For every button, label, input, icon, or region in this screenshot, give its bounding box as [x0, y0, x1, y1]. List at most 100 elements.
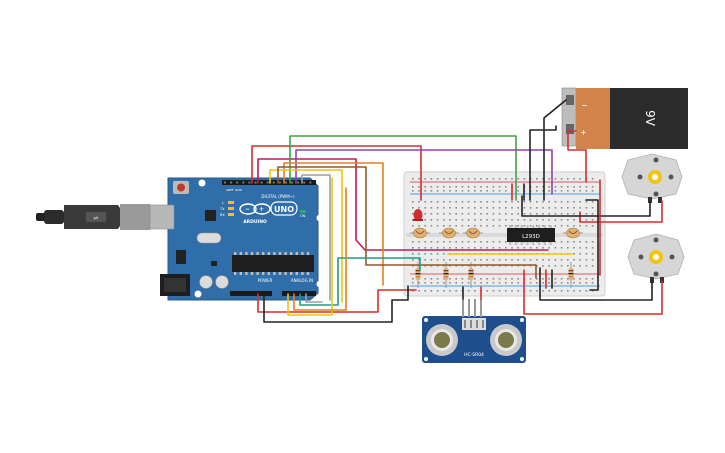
wire-orange-analog[interactable]: [293, 187, 347, 311]
wire-red-5v[interactable]: [257, 289, 417, 313]
photoresistor[interactable]: [563, 227, 583, 239]
chip-pin: [278, 272, 282, 275]
breadboard-hole: [585, 201, 588, 203]
l293d-chip[interactable]: L293D: [507, 225, 555, 245]
dc-motor-top[interactable]: [621, 153, 683, 203]
breadboard-hole: [461, 190, 464, 192]
wire-red-motor-bottom[interactable]: [523, 269, 663, 315]
usb-cable[interactable]: ⇌: [36, 204, 166, 230]
breadboard-hole: [467, 259, 470, 261]
breadboard-hole: [455, 207, 457, 209]
breadboard-hole: [412, 207, 414, 209]
resistor[interactable]: [415, 262, 421, 288]
wire-orange-digital[interactable]: [283, 162, 384, 286]
breadboard-hole: [560, 265, 563, 267]
chip-pin: [262, 272, 265, 275]
chip-pin: [549, 225, 552, 228]
breadboard-hole: [554, 201, 557, 203]
digital-header-label: DIGITAL (PWM~): [261, 194, 295, 199]
breadboard-hole: [554, 282, 557, 284]
breadboard-hole: [467, 178, 470, 180]
photoresistor[interactable]: [463, 227, 483, 239]
breadboard-hole: [554, 247, 557, 249]
breadboard-hole: [579, 186, 581, 188]
wire-red-battery[interactable]: [567, 130, 587, 183]
resistor[interactable]: [568, 262, 574, 288]
breadboard-hole: [523, 201, 526, 203]
breadboard-hole: [548, 186, 550, 188]
chip-pin: [514, 225, 517, 228]
breadboard-hole: [443, 225, 445, 227]
resistor[interactable]: [443, 262, 449, 288]
wire-yellow-digital[interactable]: [269, 169, 343, 303]
wire-black-motor-top[interactable]: [521, 195, 651, 217]
led-red[interactable]: [413, 209, 423, 221]
ultrasonic-sensor[interactable]: HC-SR04: [422, 299, 526, 363]
wire-red-motor-top[interactable]: [579, 200, 663, 223]
breadboard-hole: [474, 225, 476, 227]
wire-red-digital[interactable]: [251, 145, 422, 201]
breadboard-hole: [443, 253, 445, 255]
mounting-hole: [194, 290, 202, 298]
wire-black-gnd[interactable]: [263, 285, 409, 323]
chip-pin: [245, 272, 248, 275]
wire-black-bb-side[interactable]: [585, 199, 599, 291]
breadboard-hole: [554, 225, 557, 227]
wire-yellow-analog-a[interactable]: [287, 177, 333, 316]
breadboard-hole: [523, 219, 526, 221]
wire-black-battery[interactable]: [543, 99, 567, 201]
wire-black-battery-2[interactable]: [529, 125, 557, 201]
wire-gray-digital[interactable]: [301, 174, 331, 301]
photoresistor[interactable]: [439, 227, 459, 239]
breadboard-hole: [430, 186, 433, 188]
photoresistor[interactable]: [410, 227, 430, 239]
breadboard-hole: [430, 241, 433, 243]
battery-9v[interactable]: − + 9V: [561, 87, 688, 149]
chip-pin: [234, 272, 237, 275]
breadboard-hole: [573, 265, 575, 267]
wire-black-motor-bottom[interactable]: [539, 267, 653, 301]
breadboard-hole: [567, 207, 569, 209]
header-pin: [309, 181, 312, 184]
breadboard-hole: [585, 290, 588, 292]
breadboard-hole: [517, 186, 519, 188]
breadboard-hole: [505, 213, 507, 215]
breadboard-hole: [492, 190, 495, 192]
breadboard-center-channel: [406, 233, 603, 237]
breadboard-hole: [424, 241, 426, 243]
breadboard-hole: [474, 190, 476, 192]
breadboard-hole: [486, 201, 488, 203]
chip-pin: [250, 252, 254, 255]
breadboard-hole: [424, 186, 426, 188]
breadboard-hole: [436, 190, 439, 192]
breadboard-hole: [560, 259, 563, 261]
wire-gray-analog[interactable]: [305, 293, 323, 303]
resistor[interactable]: [468, 262, 474, 288]
breadboard-hole: [436, 219, 439, 221]
wires: [251, 99, 663, 323]
breadboard-hole: [424, 259, 426, 261]
wire-magenta-digital[interactable]: [257, 158, 549, 251]
breadboard-hole: [573, 282, 575, 284]
breadboard-hole: [467, 278, 470, 280]
wire-teal-analog[interactable]: [299, 257, 421, 306]
uno-logo-text: UNO: [274, 205, 294, 214]
breadboard-hole: [430, 190, 433, 192]
breadboard-hole: [480, 178, 482, 180]
breadboard-hole: [591, 265, 594, 267]
breadboard-hole: [418, 241, 420, 243]
arduino-uno-board[interactable]: L TX RX ON − + UNO ARDUINO DIGITAL (PWM~…: [149, 177, 324, 301]
dc-motor-bottom[interactable]: [627, 233, 685, 283]
chip-pin: [256, 252, 259, 255]
chip-pin: [273, 252, 276, 255]
breadboard-hole: [418, 178, 420, 180]
wire-brown-digital[interactable]: [277, 166, 537, 279]
reset-button-cap[interactable]: [177, 183, 185, 192]
breadboard-hole: [579, 247, 581, 249]
breadboard-hole: [424, 290, 426, 292]
capacitor: [215, 275, 229, 289]
wire-green-digital[interactable]: [289, 135, 517, 201]
led-rx: [228, 213, 234, 216]
breadboard-hole: [573, 213, 575, 215]
breadboard-hole: [474, 247, 476, 249]
